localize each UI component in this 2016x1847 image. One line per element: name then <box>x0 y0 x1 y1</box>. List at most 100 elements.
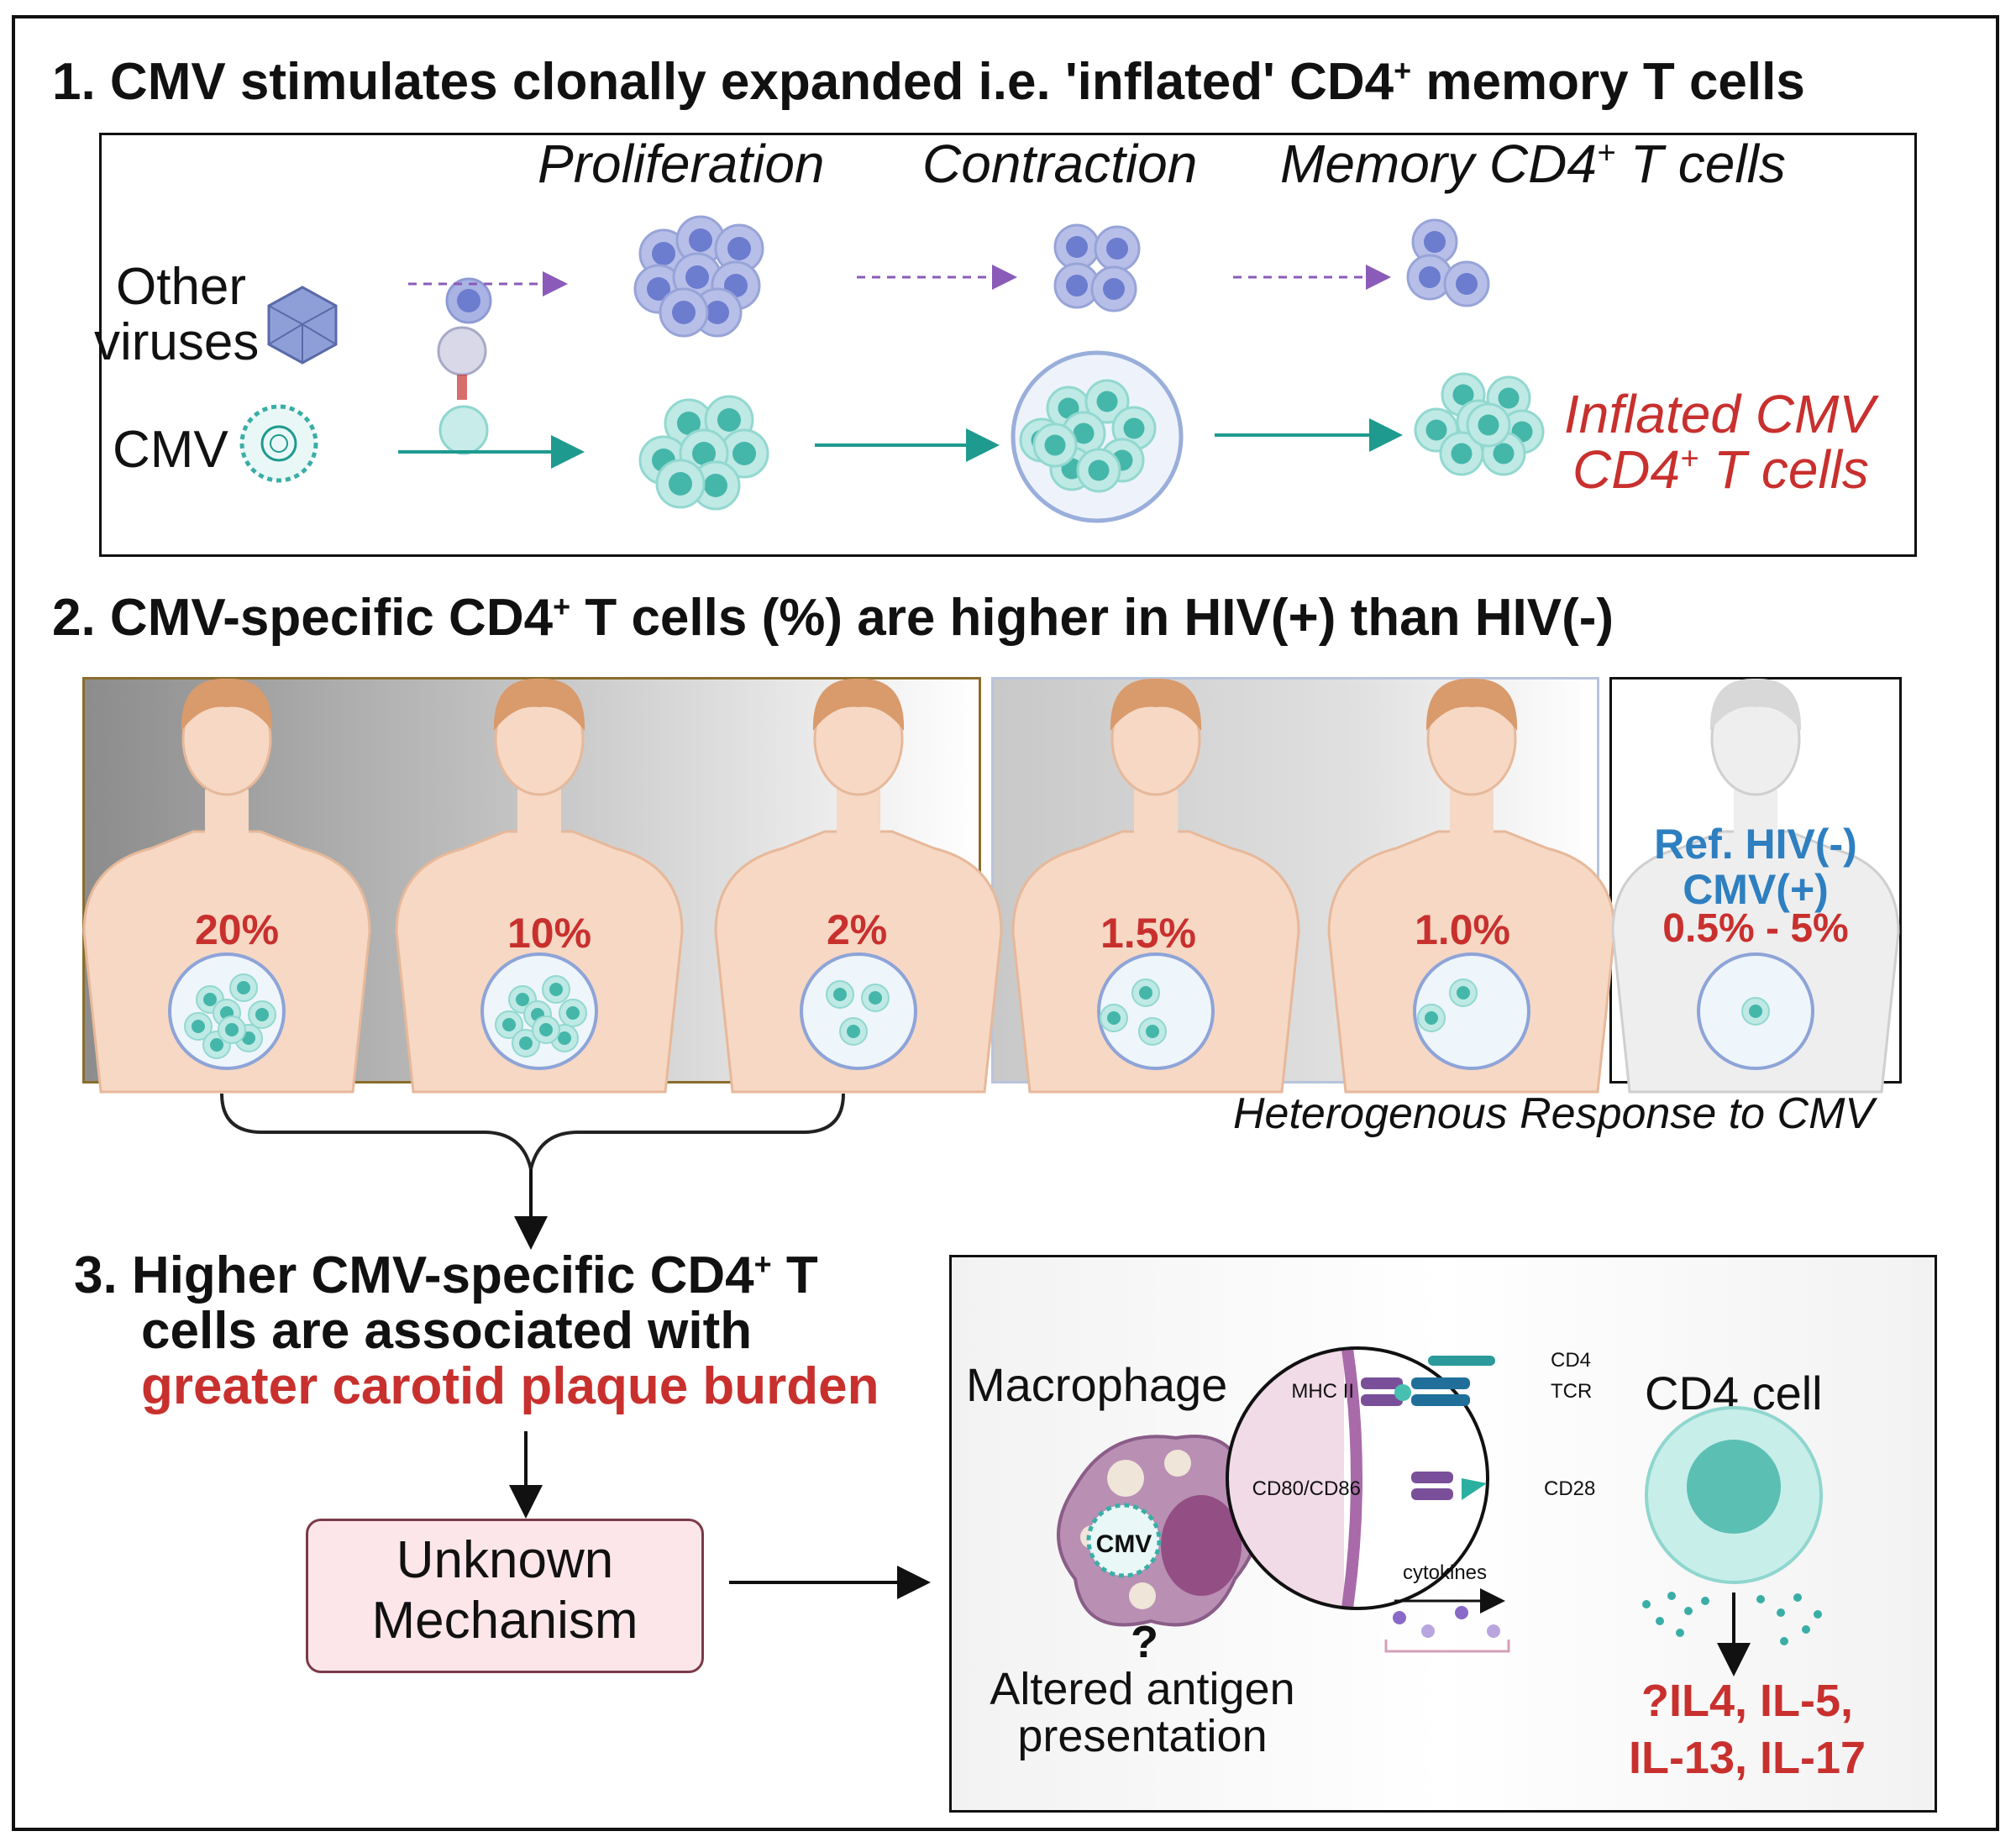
group-brace <box>220 1093 845 1170</box>
secreted-cytokine <box>1676 1629 1684 1637</box>
person-figures <box>82 678 1900 1094</box>
secreted-cytokine <box>1814 1610 1822 1619</box>
cytokines-label: cytokines <box>1403 1561 1487 1584</box>
cell-nucleus <box>1096 391 1118 412</box>
section3-title-line2: cells are associated with <box>141 1302 753 1360</box>
person-hair <box>1709 678 1802 731</box>
cytokine-line2: IL-13, IL-17 <box>1628 1733 1866 1783</box>
cell-nucleus <box>1123 417 1145 439</box>
macrophage-cell <box>1057 1435 1260 1627</box>
section1-title-sup: + <box>1394 53 1412 88</box>
cell-nucleus <box>1044 434 1066 456</box>
cmv-proliferation-cluster <box>638 395 769 511</box>
sample-circle <box>800 952 917 1070</box>
section3-title-line1-sup: + <box>753 1246 772 1282</box>
cmv-t-cell-nucleus <box>203 993 217 1006</box>
cell-nucleus <box>1419 266 1441 288</box>
cmv-t-cell-nucleus <box>502 1018 516 1031</box>
cell-nucleus <box>1066 236 1088 258</box>
cell-nucleus <box>706 301 729 324</box>
inflated-label-1: Inflated CMV <box>1564 384 1875 444</box>
cmv-contraction-cluster <box>1019 379 1157 493</box>
cd4-secretion-dots <box>1642 1592 1822 1645</box>
cell-nucleus <box>647 277 670 301</box>
cmv-memory-cluster <box>1414 372 1545 476</box>
person-hair <box>181 678 273 731</box>
cell-nucleus <box>1425 419 1447 441</box>
person-neck <box>1450 790 1494 840</box>
other-memory-cluster <box>1406 218 1490 307</box>
secreted-cytokine <box>1684 1607 1693 1615</box>
cell-nucleus <box>1451 443 1473 464</box>
row-cmv-label: CMV <box>113 421 228 479</box>
cmv-t-cell-nucleus <box>1425 1011 1438 1025</box>
cell-nucleus <box>1456 273 1478 295</box>
cmv-t-cell-nucleus <box>833 988 847 1001</box>
person-2-pct: 10% <box>507 910 592 957</box>
cell-nucleus <box>1452 384 1474 406</box>
cell-nucleus <box>689 228 712 252</box>
person-neck <box>837 790 880 840</box>
cd80-label: CD80/CD86 <box>1252 1477 1361 1500</box>
other-proliferation-cluster <box>633 215 764 338</box>
cell-nucleus <box>652 242 675 265</box>
person-figure <box>395 678 684 1094</box>
secreted-cytokine <box>1777 1608 1785 1617</box>
cmv-t-cell-nucleus <box>210 1038 223 1052</box>
naive-t-cell-cmv <box>438 405 489 455</box>
cmv-t-cell-nucleus <box>869 991 882 1005</box>
cmv-t-cell-nucleus <box>1749 1005 1762 1018</box>
secreted-cytokine <box>1701 1597 1709 1605</box>
cmv-t-cell-nucleus <box>1146 1025 1159 1038</box>
section3-title-line1: 3. Higher CMV-specific CD4+ T <box>74 1248 879 1304</box>
secreted-cytokine <box>1802 1625 1810 1634</box>
secreted-cytokine <box>1656 1617 1664 1625</box>
inflated-label-2-sup: + <box>1680 441 1699 477</box>
cell-nucleus <box>732 442 756 465</box>
section2-caption: Heterogenous Response to CMV <box>1233 1089 1875 1138</box>
cell-nucleus <box>1106 238 1128 260</box>
person-neck <box>205 790 249 840</box>
person-figure <box>1611 678 1900 1094</box>
person-3-pct: 2% <box>827 906 888 953</box>
cmv-t-cell-nucleus <box>566 1006 580 1020</box>
cmv-t-cell-nucleus <box>539 1023 553 1036</box>
person-neck <box>517 790 561 840</box>
stage-memory-sup: + <box>1596 135 1616 171</box>
reference-range: 0.5% - 5% <box>1662 906 1849 951</box>
cell-nucleus <box>1073 422 1095 444</box>
person-hair <box>1425 678 1518 731</box>
section3-title: 3. Higher CMV-specific CD4+ T cells are … <box>74 1248 879 1414</box>
receptor-pair <box>457 375 467 400</box>
person-figure <box>82 678 371 1094</box>
cell-nucleus <box>704 474 727 497</box>
mechanism-line2: Mechanism <box>371 1592 638 1650</box>
person-hair <box>812 678 905 731</box>
cd4-cell-nucleus <box>1687 1440 1781 1534</box>
macrophage-label: Macrophage <box>966 1358 1228 1411</box>
secreted-cytokine <box>1793 1593 1802 1602</box>
cmv-t-cell-nucleus <box>1457 986 1470 1000</box>
secreted-cytokine <box>1667 1592 1676 1600</box>
cmv-t-cell-nucleus <box>519 1036 533 1050</box>
inflated-label-2: CD4+ T cells <box>1572 438 1869 501</box>
cmv-t-cell-nucleus <box>242 1031 255 1045</box>
cell-nucleus <box>1088 459 1110 481</box>
row-other-label-1: Other <box>116 258 247 316</box>
reference-line2: CMV(+) <box>1683 866 1829 913</box>
section2-title-suffix: T cells (%) are higher in HIV(+) than HI… <box>570 589 1614 647</box>
cmv-t-cell-nucleus <box>847 1025 860 1038</box>
person-hair <box>493 678 585 731</box>
cell-nucleus <box>685 265 709 289</box>
cd80-cd28-complex <box>1411 1472 1487 1500</box>
secreted-cytokine <box>1642 1600 1651 1608</box>
section1-title: 1. CMV stimulates clonally expanded i.e.… <box>52 52 1805 112</box>
cmv-t-cell-nucleus <box>192 1020 205 1033</box>
unknown-mechanism-box <box>306 1519 704 1673</box>
cell-nucleus <box>1478 414 1499 436</box>
reference-line1: Ref. HIV(-) <box>1654 821 1857 868</box>
sample-circle <box>1097 952 1215 1070</box>
cmv-t-cell-nucleus <box>237 981 250 994</box>
sample-circle <box>1413 952 1530 1070</box>
stage-memory-text: Memory CD4 <box>1280 134 1597 194</box>
